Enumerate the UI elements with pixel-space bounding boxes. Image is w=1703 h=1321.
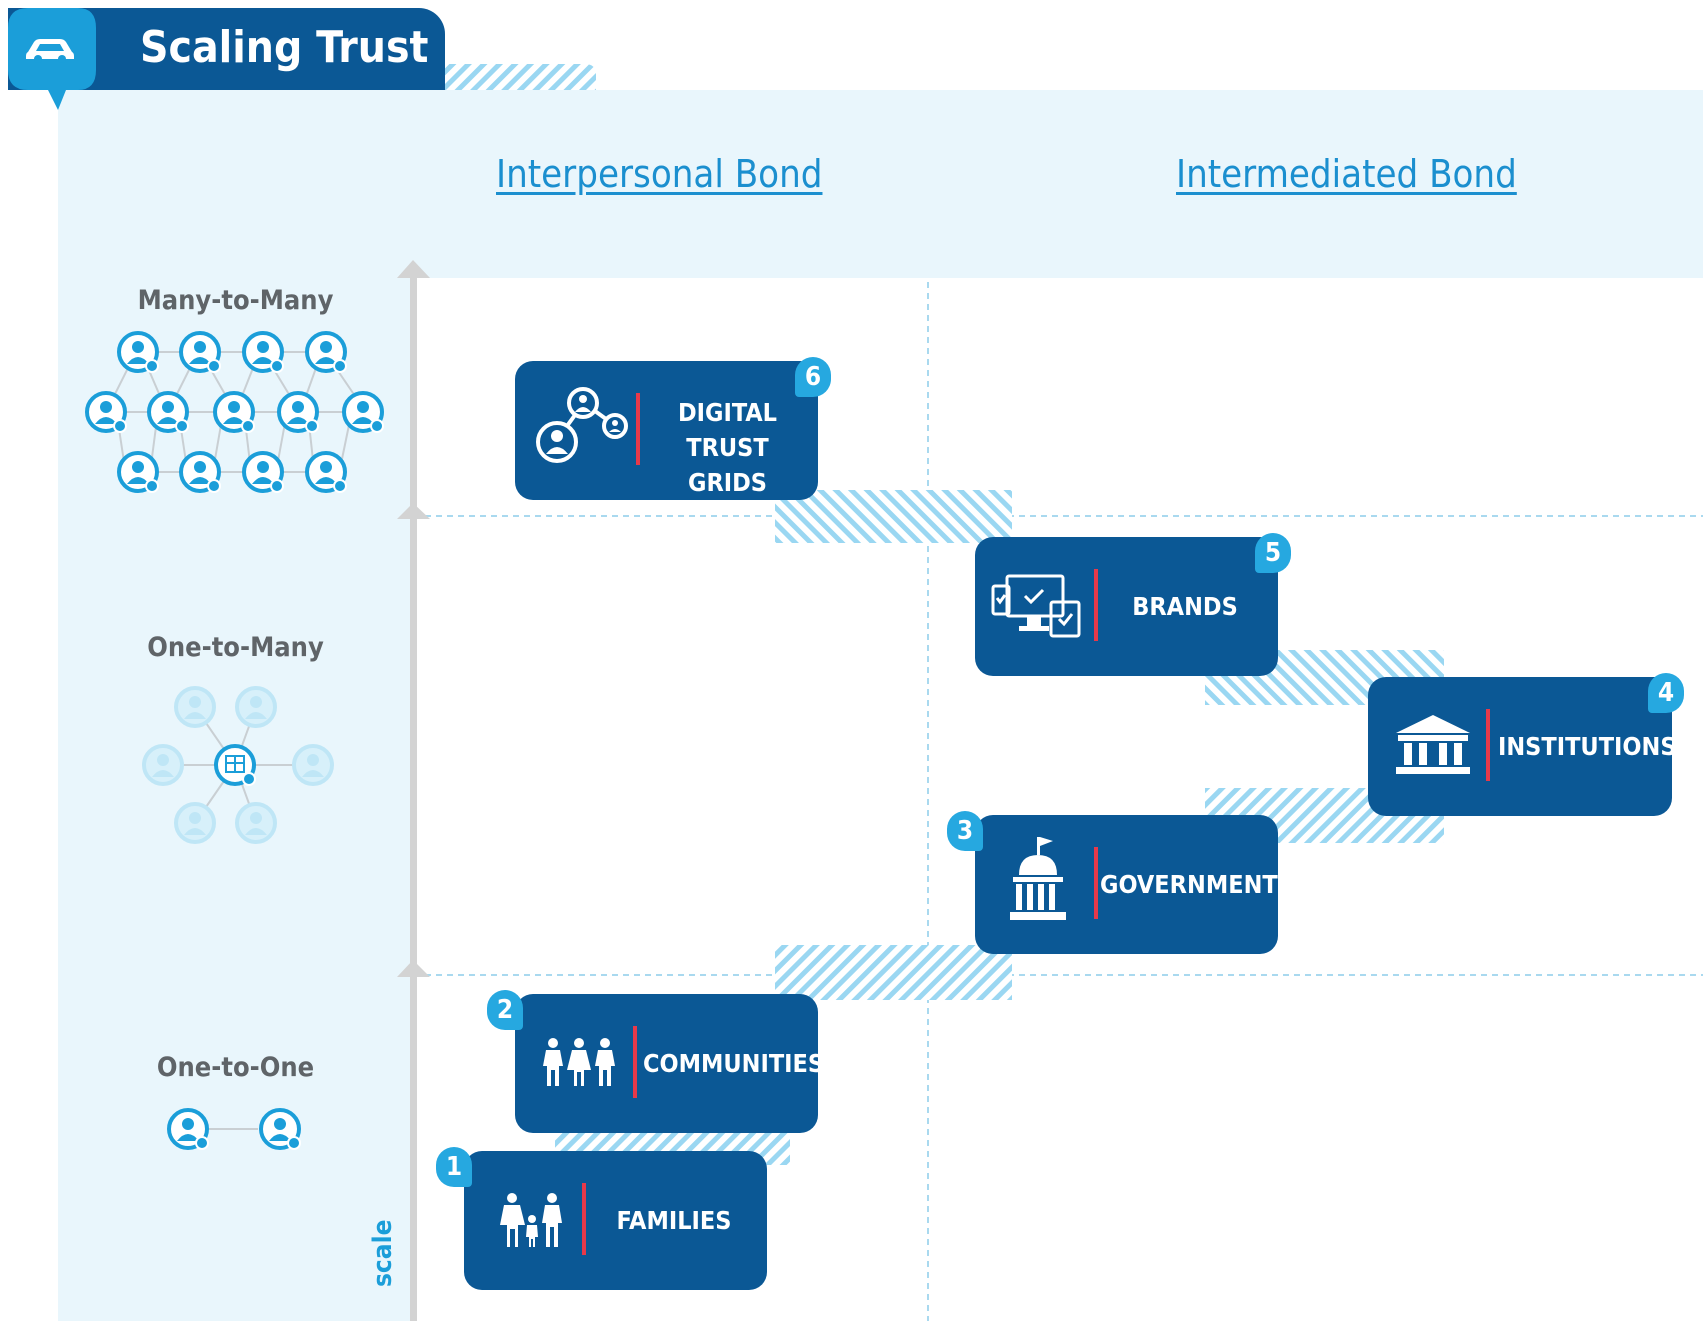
card-governments[interactable]: GOVERNMENTS 3 [947, 811, 1294, 954]
card-label: BRANDS [1132, 592, 1238, 621]
user-node-icon [292, 744, 334, 786]
card-communities[interactable]: COMMUNITIES 2 [487, 990, 825, 1133]
user-node-icon [147, 391, 189, 433]
organization-hub-icon [214, 744, 256, 786]
row-label-one-to-many: One-to-Many [147, 632, 324, 663]
connected-users-icon [536, 387, 628, 463]
capitol-building-icon [1010, 837, 1066, 920]
devices-check-icon [991, 574, 1081, 638]
card-label: FAMILIES [616, 1206, 732, 1235]
user-node-icon [305, 451, 347, 493]
user-node-icon [142, 744, 184, 786]
user-node-icon [242, 331, 284, 373]
card-label: INSTITUTIONS [1498, 732, 1677, 761]
column-header-intermediated[interactable]: Intermediated Bond [1176, 152, 1517, 196]
institution-columns-icon [1396, 715, 1470, 774]
community-people-icon [543, 1038, 615, 1086]
user-node-icon [174, 802, 216, 844]
user-node-icon [85, 391, 127, 433]
user-node-icon [277, 391, 319, 433]
user-node-icon [213, 391, 255, 433]
card-label: GOVERNMENTS [1100, 870, 1294, 899]
family-icon [500, 1193, 562, 1247]
row-label-many-to-many: Many-to-Many [137, 285, 334, 316]
user-node-icon [179, 451, 221, 493]
user-node-icon [235, 686, 277, 728]
user-node-icon [259, 1108, 301, 1150]
card-brands[interactable]: BRANDS 5 [975, 533, 1291, 676]
user-node-icon [342, 391, 384, 433]
column-header-band [413, 90, 1703, 278]
page-title: Scaling Trust [140, 22, 429, 73]
card-label: COMMUNITIES [643, 1049, 825, 1078]
user-node-icon [117, 331, 159, 373]
user-node-icon [167, 1108, 209, 1150]
row-label-one-to-one: One-to-One [156, 1052, 315, 1083]
card-institutions[interactable]: INSTITUTIONS 4 [1368, 673, 1684, 816]
user-node-icon [117, 451, 159, 493]
step-number-badge: 4 [1648, 673, 1684, 713]
scale-axis-label: scale [368, 1219, 398, 1287]
one-to-one-network-icon [167, 1108, 301, 1150]
user-node-icon [235, 802, 277, 844]
step-number-badge: 2 [487, 990, 523, 1030]
step-number-badge: 3 [947, 811, 983, 851]
card-families[interactable]: FAMILIES 1 [436, 1147, 767, 1290]
one-to-many-network-icon [142, 686, 334, 844]
car-icon [26, 39, 74, 63]
step-number-badge: 6 [795, 357, 831, 397]
step-number-badge: 1 [436, 1147, 472, 1187]
column-header-interpersonal[interactable]: Interpersonal Bond [496, 152, 823, 196]
user-node-icon [305, 331, 347, 373]
many-to-many-network-icon [85, 331, 384, 493]
card-digital-trust-grids[interactable]: DIGITAL TRUST GRIDS 6 [515, 357, 831, 500]
user-node-icon [174, 686, 216, 728]
user-node-icon [242, 451, 284, 493]
card-label: DIGITAL TRUST GRIDS [678, 398, 777, 497]
user-node-icon [179, 331, 221, 373]
step-number-badge: 5 [1255, 533, 1291, 573]
